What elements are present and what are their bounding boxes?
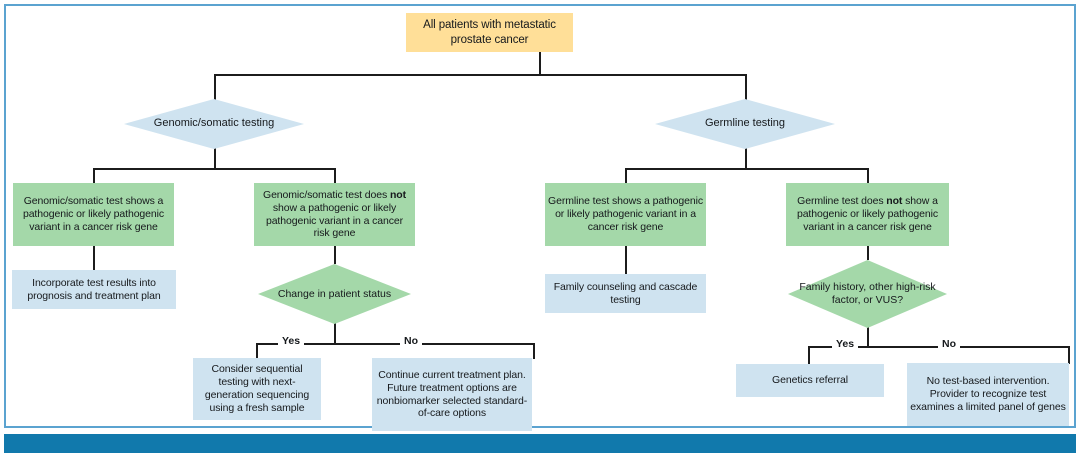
node-family-counseling-cascade-testing-label: Family counseling and cascade testing xyxy=(553,280,698,306)
diamond-shape-change-status xyxy=(258,264,411,324)
node-genetics-referral-label: Genetics referral xyxy=(772,374,848,387)
node-continue-current-treatment[interactable]: Continue current treatment plan. Future … xyxy=(372,358,532,431)
connector-germline-left-drop xyxy=(625,168,627,184)
connector-germline-negative-down xyxy=(867,246,869,260)
node-family-history-high-risk-vus[interactable]: Family history, other high-risk factor, … xyxy=(788,260,947,328)
diamond-shape-genomic xyxy=(124,99,304,149)
node-continue-current-treatment-label: Continue current treatment plan. Future … xyxy=(376,368,528,420)
branch-label-left-yes: Yes xyxy=(278,335,305,347)
node-change-in-patient-status-label: Change in patient status xyxy=(277,287,392,300)
connector-genomic-right-drop xyxy=(334,168,336,184)
connector-genomic-left-drop xyxy=(93,168,95,184)
node-germline-test-shows-variant[interactable]: Germline test shows a pathogenic or like… xyxy=(545,183,706,246)
branch-label-right-yes: Yes xyxy=(832,338,859,350)
connector-family-yes-drop xyxy=(808,346,810,364)
connector-to-germline-diamond xyxy=(745,74,747,100)
node-genomic-test-does-not-show-variant[interactable]: Genomic/somatic test does not show a pat… xyxy=(254,183,415,246)
node-germline-test-does-not-show-variant[interactable]: Germline test does not show a pathogenic… xyxy=(786,183,949,246)
diamond-shape-family-history xyxy=(788,260,947,328)
branch-label-right-yes-text: Yes xyxy=(836,338,855,350)
node-genomic-somatic-testing-label: Genomic/somatic testing xyxy=(153,117,275,130)
node-family-history-high-risk-vus-label: Family history, other high-risk factor, … xyxy=(799,281,936,306)
connector-germline-split xyxy=(625,168,869,170)
figure-footer-bar xyxy=(4,434,1076,453)
connector-change-split xyxy=(256,343,534,345)
connector-family-no-drop xyxy=(1068,346,1070,364)
connector-genomic-diamond-down xyxy=(214,148,216,170)
node-germline-testing[interactable]: Germline testing xyxy=(655,99,835,149)
node-consider-sequential-testing[interactable]: Consider sequential testing with next-ge… xyxy=(193,358,321,420)
node-all-patients[interactable]: All patients with metastatic prostate ca… xyxy=(406,13,573,52)
diamond-shape-germline xyxy=(655,99,835,149)
connector-top-split xyxy=(214,74,747,76)
branch-label-left-no: No xyxy=(400,335,422,347)
node-germline-test-does-not-show-variant-label: Germline test does not show a pathogenic… xyxy=(796,195,939,233)
node-no-test-based-intervention[interactable]: No test-based intervention. Provider to … xyxy=(907,363,1069,426)
branch-label-left-no-text: No xyxy=(404,335,418,347)
connector-to-genomic-diamond xyxy=(214,74,216,100)
node-family-counseling-cascade-testing[interactable]: Family counseling and cascade testing xyxy=(545,274,706,313)
node-genomic-test-shows-variant-label: Genomic/somatic test shows a pathogenic … xyxy=(22,195,165,233)
node-incorporate-test-results[interactable]: Incorporate test results into prognosis … xyxy=(12,270,176,309)
node-genomic-test-shows-variant[interactable]: Genomic/somatic test shows a pathogenic … xyxy=(13,183,174,246)
connector-germline-right-drop xyxy=(867,168,869,184)
branch-label-left-yes-text: Yes xyxy=(282,335,301,347)
connector-germline-positive-down xyxy=(625,246,627,274)
connector-genomic-positive-down xyxy=(93,246,95,270)
connector-family-diamond-down xyxy=(867,327,869,348)
node-incorporate-test-results-label: Incorporate test results into prognosis … xyxy=(27,276,161,302)
connector-start-down xyxy=(539,51,541,76)
node-genetics-referral[interactable]: Genetics referral xyxy=(736,364,884,397)
connector-change-yes-drop xyxy=(256,343,258,359)
branch-label-right-no: No xyxy=(938,338,960,350)
node-no-test-based-intervention-label: No test-based intervention. Provider to … xyxy=(910,375,1066,413)
node-germline-testing-label: Germline testing xyxy=(704,117,786,130)
node-genomic-test-does-not-show-variant-label: Genomic/somatic test does not show a pat… xyxy=(263,188,406,240)
node-consider-sequential-testing-label: Consider sequential testing with next-ge… xyxy=(204,363,310,414)
node-germline-test-shows-variant-label: Germline test shows a pathogenic or like… xyxy=(548,195,703,233)
connector-genomic-negative-down xyxy=(334,246,336,264)
node-genomic-somatic-testing[interactable]: Genomic/somatic testing xyxy=(124,99,304,149)
connector-change-no-drop xyxy=(533,343,535,359)
connector-genomic-split xyxy=(93,168,336,170)
connector-germline-diamond-down xyxy=(745,148,747,170)
node-change-in-patient-status[interactable]: Change in patient status xyxy=(258,264,411,324)
branch-label-right-no-text: No xyxy=(942,338,956,350)
connector-change-diamond-down xyxy=(334,323,336,345)
node-all-patients-label: All patients with metastatic prostate ca… xyxy=(423,19,556,46)
